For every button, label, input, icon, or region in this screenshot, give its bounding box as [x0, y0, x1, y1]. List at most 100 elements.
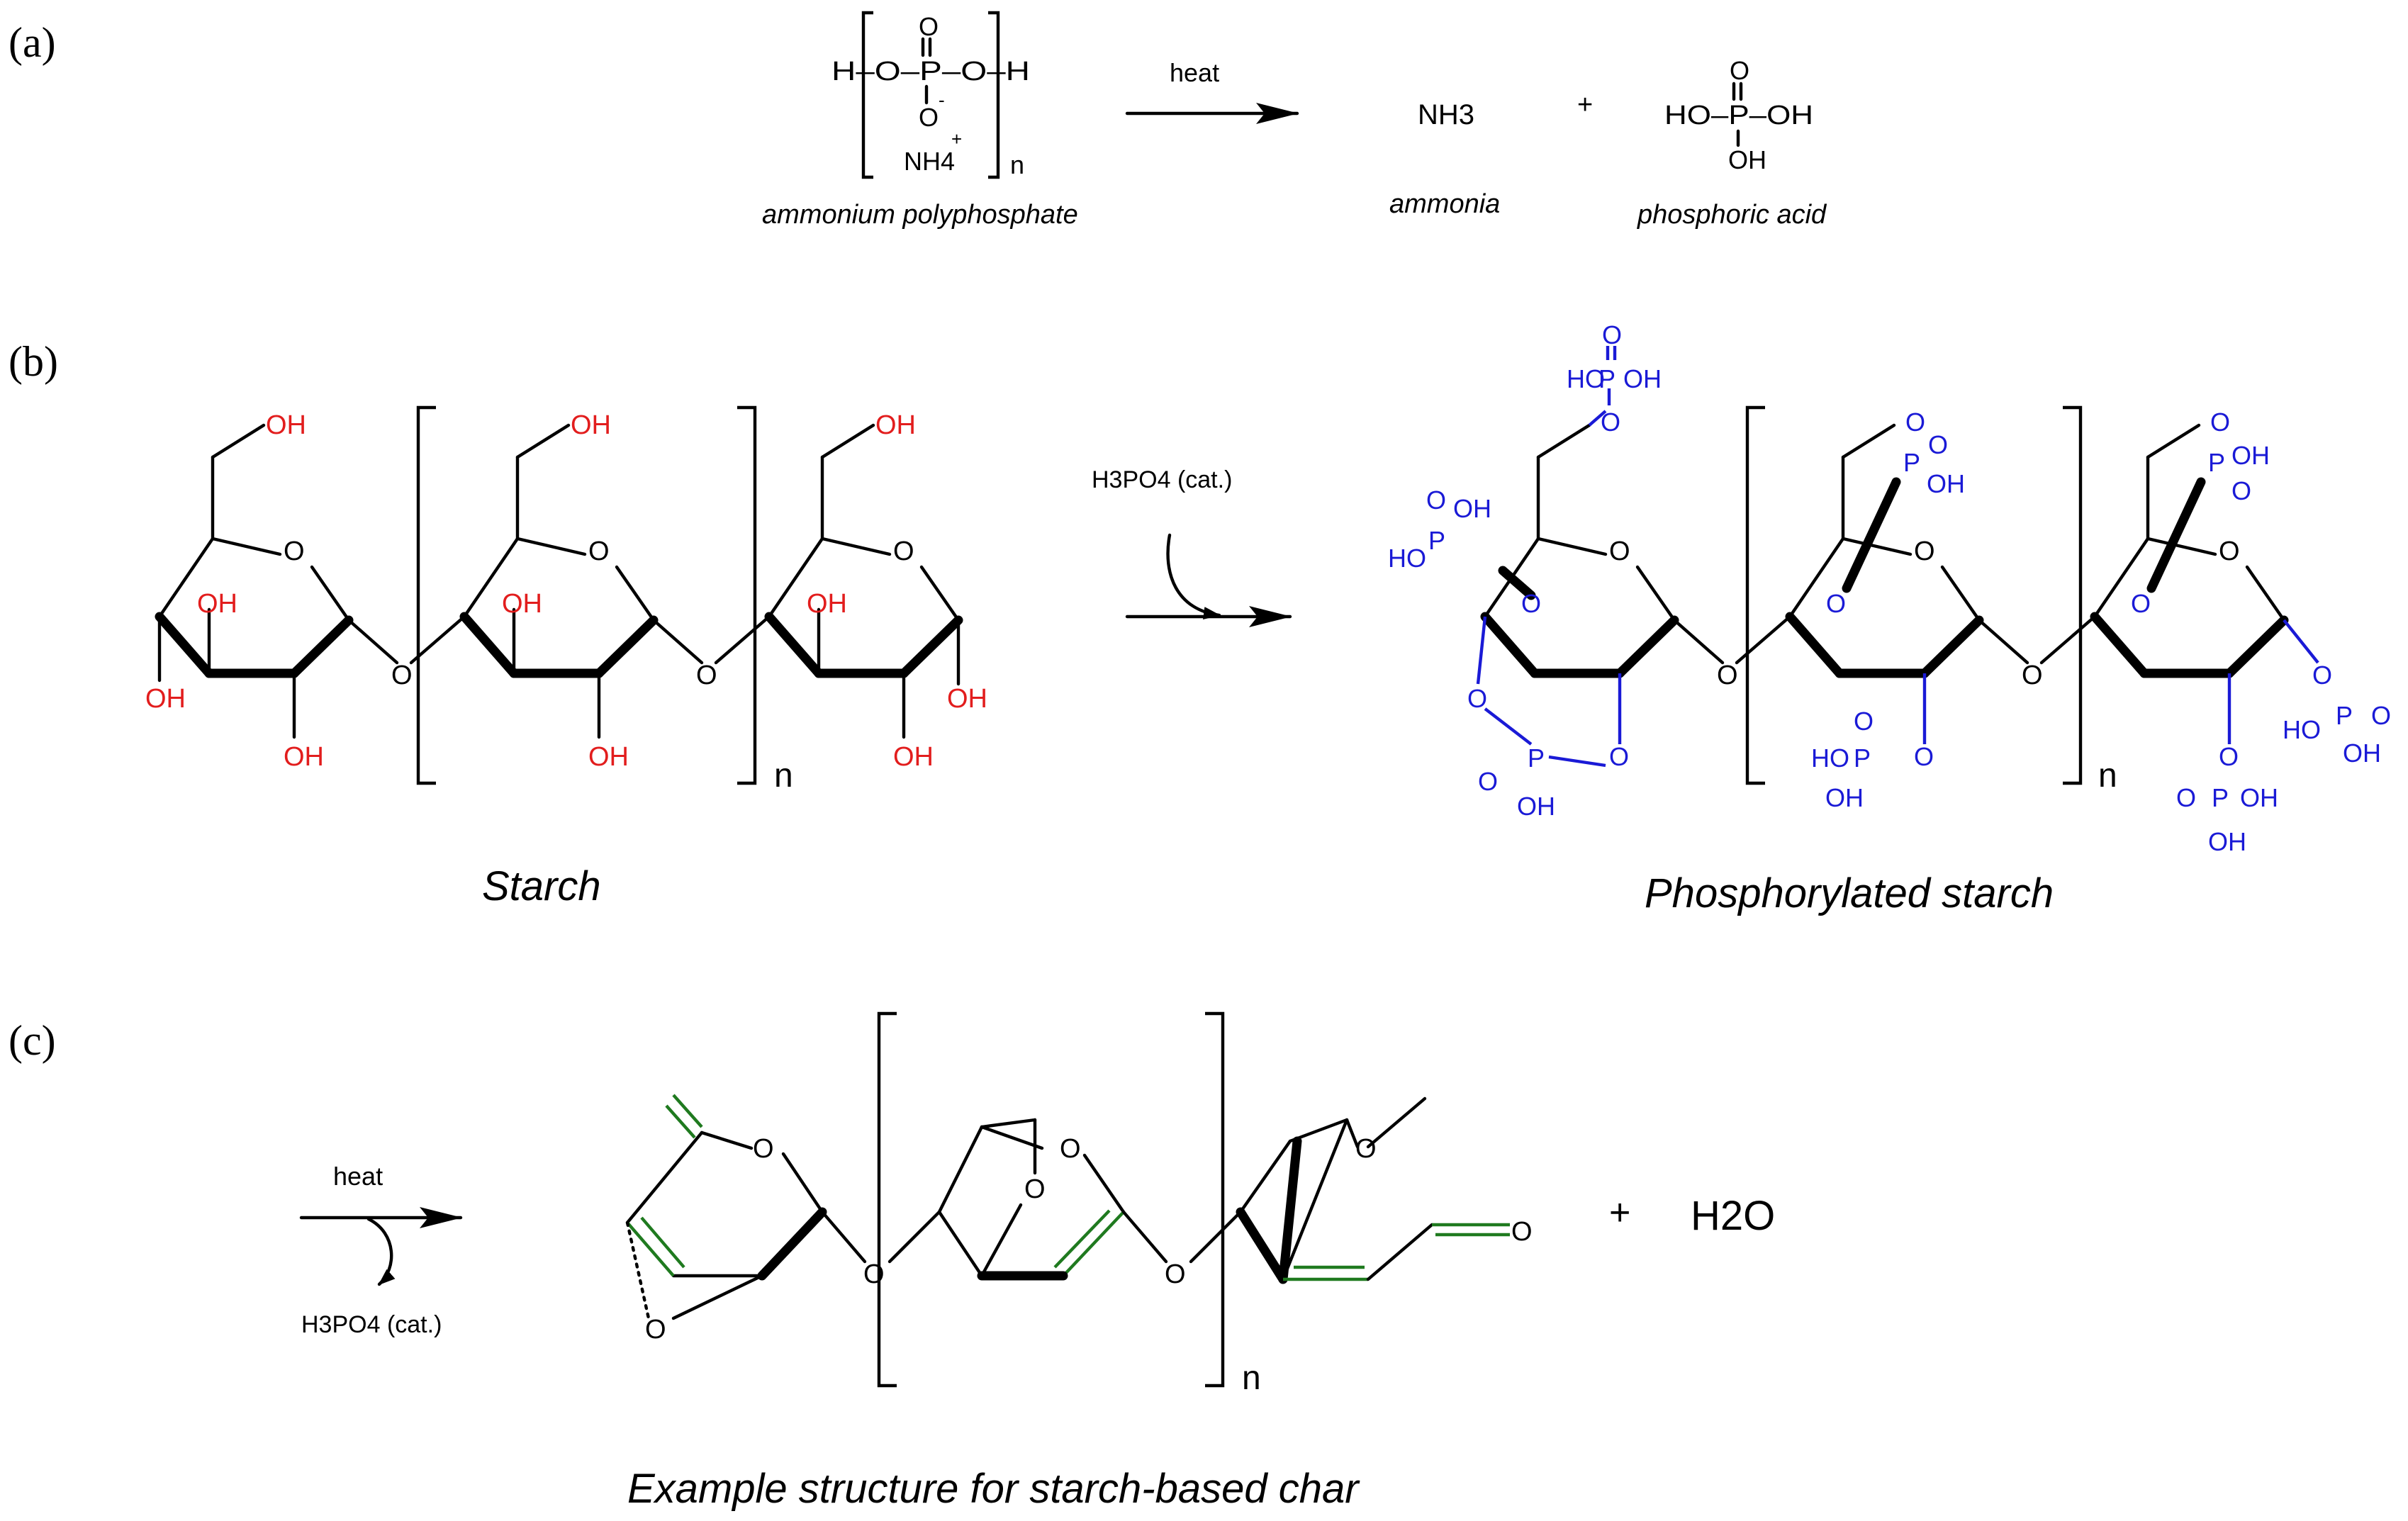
ring-oxygen: O: [1914, 537, 1935, 566]
char-ring-oxygen-1: O: [753, 1134, 774, 1164]
ring-oxygen: O: [893, 537, 914, 566]
phosphorus: P: [2208, 448, 2225, 477]
ring-bond-2: [625, 1130, 704, 1225]
cyclic-p-oh: OH: [1517, 792, 1555, 821]
c1-c2-bond: [1920, 615, 1984, 678]
o5-c1-bond: [919, 565, 961, 622]
o5-c1-bond: [1635, 565, 1676, 622]
p-oh: OH: [1927, 469, 1965, 498]
app-negative-charge: -: [939, 89, 945, 111]
unit2-bridge-top: [980, 1118, 1037, 1129]
starch-name: Starch: [482, 863, 601, 909]
unit2-bond-4: [937, 1210, 984, 1278]
c6-ch2-bond: [211, 423, 266, 459]
c3-hydroxyl: OH: [502, 589, 542, 619]
c4-link-bond: [1735, 614, 1792, 665]
c5-o5-bond: [515, 537, 587, 556]
unit3-bond-3: [1345, 1118, 1360, 1149]
glycosidic-bond: [651, 618, 704, 665]
c3-p-wedge: [2146, 477, 2206, 593]
phosphorus: P: [1903, 448, 1920, 477]
c1-oxygen: O: [2312, 661, 2332, 690]
ammonium-counterion: NH4: [904, 147, 955, 176]
panel-a-plus: +: [1577, 90, 1593, 120]
c2-hydroxyl: OH: [588, 742, 629, 772]
panel-c-heat-condition: heat: [333, 1162, 383, 1191]
c4-hydroxyl: OH: [145, 684, 186, 714]
glycosidic-bond: [1672, 618, 1725, 665]
ring-bond-3: [781, 1152, 824, 1214]
p-double-oxygen: O: [1928, 430, 1948, 459]
bridge-bond: [671, 1274, 764, 1320]
c1-c2-bond: [899, 615, 963, 678]
c2-p-oh: OH: [1825, 783, 1864, 812]
c4-link-bond: [714, 614, 771, 665]
unit3-chain-bond: [1366, 1223, 1434, 1281]
panel-b-catalyst: H3PO4 (cat.): [1092, 466, 1232, 493]
phosphorylated-unit-2: O P O OH O O O P HO O OH O: [1735, 408, 2043, 812]
o5-c1-bond: [2245, 565, 2286, 622]
c3-c4-bond: [764, 612, 824, 678]
ring-oxygen: O: [284, 537, 305, 566]
c4-c5-bond: [1788, 537, 1845, 619]
c5-o5-bond: [2146, 537, 2217, 556]
panel-a-heat-condition: heat: [1170, 58, 1219, 87]
ammonium-charge: +: [951, 128, 962, 150]
ring-oxygen: O: [2219, 537, 2240, 566]
c3-oxygen: O: [2131, 589, 2151, 618]
unit3-bond-4: [1281, 1118, 1349, 1281]
c6-ch2-bond: [2146, 423, 2201, 459]
c3-p-wedge: [1842, 477, 1901, 593]
c2-p-double-oxygen: O: [2176, 783, 2196, 812]
exo-double-bond-2: [665, 1104, 696, 1139]
c3-oxygen: O: [1521, 589, 1541, 618]
ring-oxygen: O: [588, 537, 610, 566]
o-p-cyclic-bond: [1484, 707, 1533, 746]
ammonium-polyphosphate-structure: H–O–P–O–H O O - NH4 + n: [831, 11, 1030, 179]
c3-p-wedge: [1498, 566, 1536, 600]
c1-c2-bond: [2224, 615, 2289, 678]
panel-a-label: (a): [9, 19, 56, 66]
c5-o5-bond: [211, 537, 282, 556]
panel-b: (b) OH O OH OH OH O: [9, 320, 2391, 916]
phos-right-bracket: [2063, 405, 2083, 785]
c2-hydroxyl: OH: [284, 742, 324, 772]
c6-hydroxyl: OH: [266, 410, 306, 440]
starch-left-bracket: [416, 405, 436, 785]
c5-o5-bond: [820, 537, 892, 556]
phosphoric-acid-name: phosphoric acid: [1637, 200, 1827, 230]
unit3-bold-bond: [1236, 1207, 1288, 1284]
glucose-unit-3: OH O OH OH OH: [714, 410, 987, 772]
glycosidic-bond: [347, 618, 399, 665]
c6-p-ho: HO: [1567, 364, 1605, 393]
c6-p-double-oxygen: O: [1602, 320, 1622, 349]
c2-phosphorus: P: [1854, 743, 1871, 773]
c3-p-oxygen: O: [1426, 486, 1446, 515]
c2-p-double-oxygen: O: [1854, 707, 1874, 736]
c1-c2-bond: [289, 615, 354, 678]
ring-bold-bond: [757, 1207, 827, 1281]
char-glycosidic-oxygen-2: O: [1165, 1259, 1186, 1289]
c4-c5-bond: [157, 537, 215, 619]
unit2-bridge-bond: [980, 1203, 1023, 1278]
c3-c4-bond: [155, 612, 214, 678]
c3-p-oh: OH: [1453, 494, 1491, 523]
phosphorylated-starch-name: Phosphorylated starch: [1645, 870, 2054, 916]
app-chain-text: H–O–P–O–H: [831, 57, 1030, 86]
o5-c1-bond: [1940, 565, 1981, 622]
c1-p-double-oxygen: O: [2371, 701, 2391, 730]
char-left-bracket: [877, 1011, 897, 1388]
phos-left-bracket: [1745, 405, 1765, 785]
app-repeat-n: n: [1010, 150, 1024, 179]
c2-p-oh-2: OH: [2208, 827, 2246, 856]
c6-o-bond: [1588, 410, 1607, 427]
char-repeat-n: n: [1242, 1359, 1261, 1397]
c5-o5-bond: [1536, 537, 1608, 556]
c2-oxygen: O: [1914, 742, 1934, 771]
c3-hydroxyl: OH: [197, 589, 237, 619]
unit2-double-bond-2: [1053, 1209, 1111, 1269]
glycosidic-bond: [1977, 618, 2029, 665]
c3-c4-bond: [459, 612, 519, 678]
glycosidic-bond-2: [1121, 1210, 1168, 1264]
